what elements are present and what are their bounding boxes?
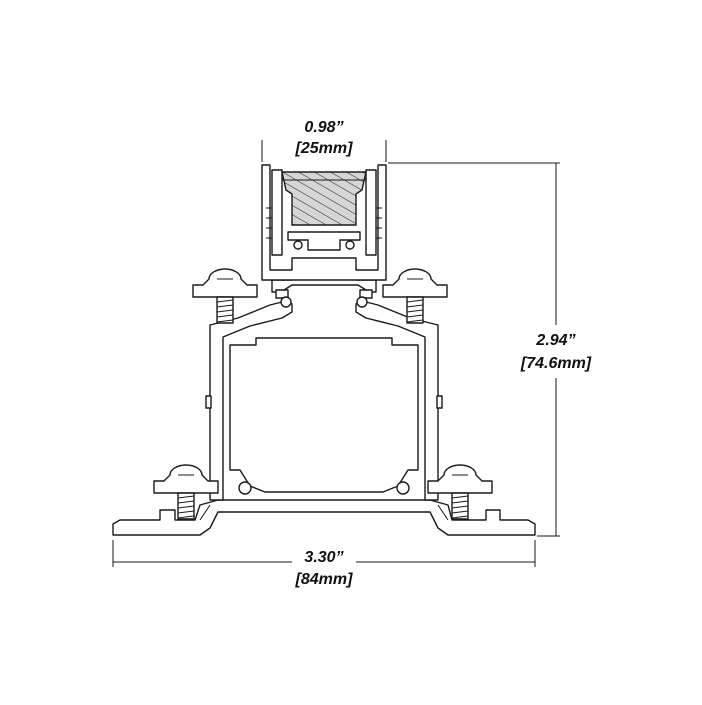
screw-upper-left [192,268,258,324]
dimension-height: 2.94” [74.6mm] [388,162,592,537]
top-width-mm: [25mm] [295,140,354,157]
screw-upper-right [382,268,448,324]
housing-body [205,267,443,501]
height-mm: [74.6mm] [520,355,592,372]
top-width-inch: 0.98” [304,119,343,136]
base-flange [112,499,536,536]
height-inch: 2.94” [535,332,575,349]
led-board [287,231,361,251]
dimension-base-width: 3.30” [84mm] [112,540,536,588]
lens-cover [281,171,367,226]
base-width-mm: [84mm] [295,571,354,588]
dimension-top-width: 0.98” [25mm] [261,119,387,162]
rail-ridges [266,207,382,239]
screw-lower-left [153,464,219,520]
base-width-inch: 3.30” [304,549,343,566]
upper-channel [261,164,387,281]
screw-lower-right [427,464,493,520]
